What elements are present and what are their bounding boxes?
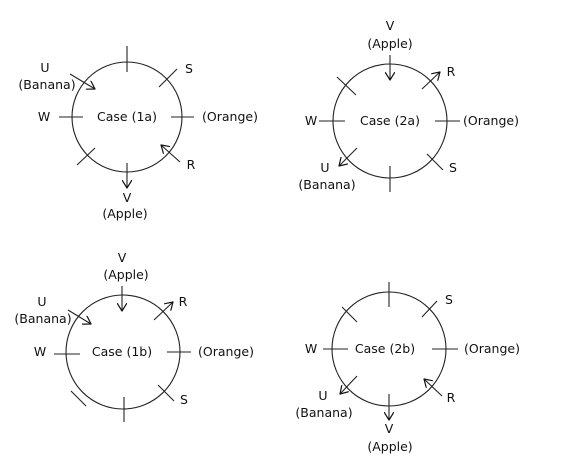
case-2a-label-apple: (Apple) xyxy=(367,36,412,51)
case-2b-r-arrow xyxy=(424,379,443,397)
case-1a-r-arrow xyxy=(161,145,181,163)
case-2a-r-arrow xyxy=(421,72,440,90)
case-2b-label-orange: (Orange) xyxy=(464,341,520,356)
case-2b-label-s: S xyxy=(445,292,453,307)
case-2a-label-u: U xyxy=(320,160,329,175)
case-2b-label-v: V xyxy=(385,421,394,436)
case-2a-label-v: V xyxy=(386,18,395,33)
case-1b-label-s: S xyxy=(180,392,188,407)
case-1b-r-arrow xyxy=(153,302,173,321)
case-1b-diagram: Case (1b) V (Apple) U (Banana) R W (Oran… xyxy=(14,250,254,422)
case-1a-label-apple: (Apple) xyxy=(102,206,147,221)
case-1a-seat-bottom-left xyxy=(76,147,96,166)
case-2b-seat-top-right xyxy=(421,300,438,318)
case-1b-label-apple: (Apple) xyxy=(103,267,148,282)
case-1a-u-arrow xyxy=(69,73,95,89)
case-1b-label-banana: (Banana) xyxy=(14,311,71,326)
case-1a-label-v: V xyxy=(123,190,132,205)
case-1b-seat-bottom-left xyxy=(70,390,87,407)
case-2b-diagram: Case (2b) S W (Orange) U (Banana) R V (A… xyxy=(295,282,520,454)
case-1a-title: Case (1a) xyxy=(97,109,157,124)
case-1b-seat-bottom-right xyxy=(157,384,175,402)
case-1b-label-r: R xyxy=(179,294,188,309)
case-2a-label-r: R xyxy=(447,64,456,79)
case-1a-label-banana: (Banana) xyxy=(18,77,75,92)
case-2b-label-banana: (Banana) xyxy=(295,405,352,420)
case-2a-label-w: W xyxy=(305,113,317,128)
case-1a-label-orange: (Orange) xyxy=(202,109,258,124)
case-2a-seat-top-left xyxy=(336,76,357,96)
case-2a-u-arrow xyxy=(339,147,358,166)
case-1b-label-v: V xyxy=(118,250,127,265)
case-2a-title: Case (2a) xyxy=(360,113,420,128)
case-1a-label-s: S xyxy=(185,61,193,76)
case-1b-label-u: U xyxy=(37,294,46,309)
case-1a-diagram: Case (1a) U (Banana) W S (Orange) R V (A… xyxy=(18,46,258,221)
case-1b-title: Case (1b) xyxy=(92,344,152,359)
case-1a-label-w: W xyxy=(38,109,50,124)
case-2b-u-arrow xyxy=(340,375,358,394)
case-2b-label-w: W xyxy=(305,341,317,356)
case-2a-label-s: S xyxy=(449,160,457,175)
case-1a-label-r: R xyxy=(187,157,196,172)
case-2a-label-orange: (Orange) xyxy=(463,113,519,128)
case-1b-label-orange: (Orange) xyxy=(198,344,254,359)
case-2a-label-banana: (Banana) xyxy=(298,177,355,192)
case-2b-label-u: U xyxy=(318,388,327,403)
case-1a-label-u: U xyxy=(40,60,49,75)
case-2b-label-r: R xyxy=(447,390,456,405)
case-1b-label-w: W xyxy=(34,344,46,359)
case-1b-u-arrow xyxy=(67,309,91,324)
case-2b-label-apple: (Apple) xyxy=(367,439,412,454)
case-2b-seat-top-left xyxy=(341,306,358,323)
case-2a-diagram: Case (2a) V (Apple) R W (Orange) U (Bana… xyxy=(298,18,519,192)
case-2a-seat-bottom-right xyxy=(426,153,444,171)
case-1a-seat-top-right xyxy=(158,68,178,88)
case-2b-title: Case (2b) xyxy=(355,341,415,356)
